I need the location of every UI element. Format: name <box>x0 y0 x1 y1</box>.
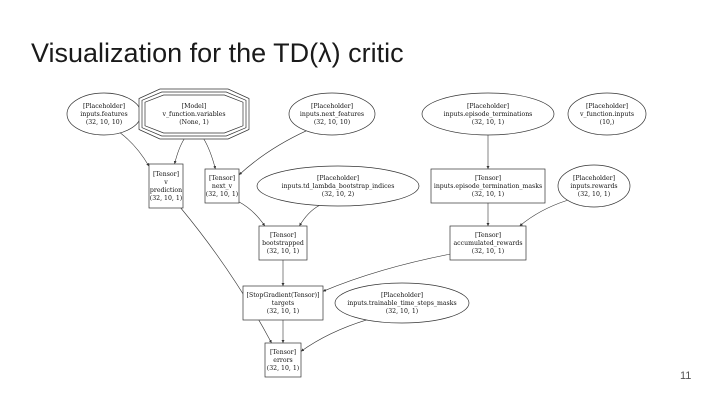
node-label-line: prediction <box>150 187 182 194</box>
tensor-node-shape <box>430 168 546 204</box>
placeholder-node-shape <box>334 282 470 324</box>
node-label-line: (32, 10, 1) <box>472 248 504 255</box>
node-inputs-rewards: [Placeholder]inputs.rewards(32, 10, 1) <box>557 164 631 208</box>
tensor-node-shape <box>242 285 324 321</box>
node-label-line: (10,) <box>600 119 615 126</box>
node-label-line: (32, 10, 1) <box>386 308 418 315</box>
node-label-line: inputs.trainable_time_steps_masks <box>347 300 456 307</box>
node-label-line: [Tensor] <box>475 175 501 182</box>
node-label-line: (32, 10, 10) <box>86 119 122 126</box>
node-label-line: (32, 10, 10) <box>314 119 350 126</box>
placeholder-node-shape <box>567 92 647 136</box>
node-label-line: [StopGradient(Tensor)] <box>247 292 320 299</box>
node-label-line: [Placeholder] <box>83 103 125 110</box>
node-inputs-episode-termination-masks: [Tensor]inputs.episode_termination_masks… <box>430 168 546 204</box>
node-label-line: (32, 10, 1) <box>472 191 504 198</box>
node-label-line: inputs.episode_terminations <box>444 111 533 118</box>
node-label-line: [Tensor] <box>475 232 501 239</box>
node-label-line: inputs.td_lambda_bootstrap_indices <box>282 183 395 190</box>
node-label-line: (32, 10, 1) <box>578 191 610 198</box>
node-label-line: [Tensor] <box>209 175 235 182</box>
node-label-line: errors <box>273 357 292 364</box>
edge-v-prediction-to-errors <box>180 207 272 344</box>
placeholder-node-shape <box>557 164 631 208</box>
slide-title: Visualization for the TD(λ) critic <box>31 38 404 68</box>
node-label-line: [Placeholder] <box>317 175 359 182</box>
node-label-line: next_v <box>212 183 233 190</box>
node-label-line: (32, 10, 1) <box>267 308 299 315</box>
placeholder-node-shape <box>256 165 420 207</box>
node-label-line: targets <box>272 300 294 307</box>
node-label-line: (None, 1) <box>179 119 208 126</box>
node-label-line: [Placeholder] <box>381 292 423 299</box>
node-label-line: v_function.inputs <box>579 111 634 118</box>
placeholder-node-shape <box>421 92 555 136</box>
node-inputs-trainable-time-steps-masks: [Placeholder]inputs.trainable_time_steps… <box>334 282 470 324</box>
node-next-v: [Tensor]next_v(32, 10, 1) <box>204 168 240 204</box>
node-bootstrapped: [Tensor]bootstrapped(32, 10, 1) <box>258 225 308 261</box>
node-targets: [StopGradient(Tensor)]targets(32, 10, 1) <box>242 285 324 321</box>
edge-v-function-variables-to-v-prediction <box>173 138 185 165</box>
edge-inputs-next-features-to-next-v <box>238 130 307 176</box>
node-inputs-features: [Placeholder]inputs.features(32, 10, 10) <box>66 92 142 136</box>
edge-inputs-rewards-to-accumulated-rewards <box>519 199 568 227</box>
tensor-node-shape <box>258 225 308 261</box>
node-label-line: (32, 10, 2) <box>322 191 354 198</box>
node-label-line: v <box>163 179 168 186</box>
node-errors: [Tensor]errors(32, 10, 1) <box>264 342 302 378</box>
node-label-line: [Tensor] <box>270 349 296 356</box>
node-inputs-next-features: [Placeholder]inputs.next_features(32, 10… <box>288 92 376 136</box>
node-label-line: inputs.next_features <box>300 111 364 118</box>
node-label-line: inputs.features <box>80 111 127 118</box>
node-label-line: [Placeholder] <box>573 175 615 182</box>
placeholder-node-shape <box>288 92 376 136</box>
node-label-line: (32, 10, 1) <box>150 195 182 202</box>
edge-v-function-variables-to-next-v <box>203 138 217 170</box>
node-label-line: [Placeholder] <box>467 103 509 110</box>
node-inputs-td-lambda-bootstrap-indices: [Placeholder]inputs.td_lambda_bootstrap_… <box>256 165 420 207</box>
node-label-line: [Placeholder] <box>311 103 353 110</box>
edge-inputs-features-to-v-prediction <box>120 132 150 167</box>
model-node-border-3 <box>144 94 244 134</box>
node-label-line: (32, 10, 1) <box>267 365 299 372</box>
tensor-node-shape <box>264 342 302 378</box>
node-label-line: (32, 10, 1) <box>206 191 238 198</box>
page-number: 11 <box>680 370 692 382</box>
node-accumulated-rewards: [Tensor]accumulated_rewards(32, 10, 1) <box>449 225 527 261</box>
node-label-line: inputs.rewards <box>570 183 617 190</box>
edge-inputs-trainable-time-steps-masks-to-errors <box>300 319 367 352</box>
node-label-line: [Placeholder] <box>586 103 628 110</box>
node-v-function-inputs: [Placeholder]v_function.inputs(10,) <box>567 92 647 136</box>
node-label-line: accumulated_rewards <box>453 240 522 247</box>
node-label-line: bootstrapped <box>262 240 304 247</box>
tensor-node-shape <box>204 168 240 204</box>
node-label-line: (32, 10, 1) <box>267 248 299 255</box>
edge-inputs-td-lambda-bootstrap-indices-to-bootstrapped <box>299 205 320 227</box>
node-v-function-variables: [Model]v_function.variables(None, 1) <box>138 88 250 140</box>
edge-next-v-to-bootstrapped <box>238 201 266 227</box>
node-label-line: [Tensor] <box>153 171 179 178</box>
node-label-line: inputs.episode_termination_masks <box>434 183 542 190</box>
tensor-node-shape <box>148 163 184 209</box>
node-label-line: v_function.variables <box>161 111 225 118</box>
node-inputs-episode-terminations: [Placeholder]inputs.episode_terminations… <box>421 92 555 136</box>
node-label-line: (32, 10, 1) <box>472 119 504 126</box>
node-label-line: [Tensor] <box>270 232 296 239</box>
node-label-line: [Model] <box>182 103 207 110</box>
edge-accumulated-rewards-to-targets <box>322 253 451 292</box>
tensor-node-shape <box>449 225 527 261</box>
